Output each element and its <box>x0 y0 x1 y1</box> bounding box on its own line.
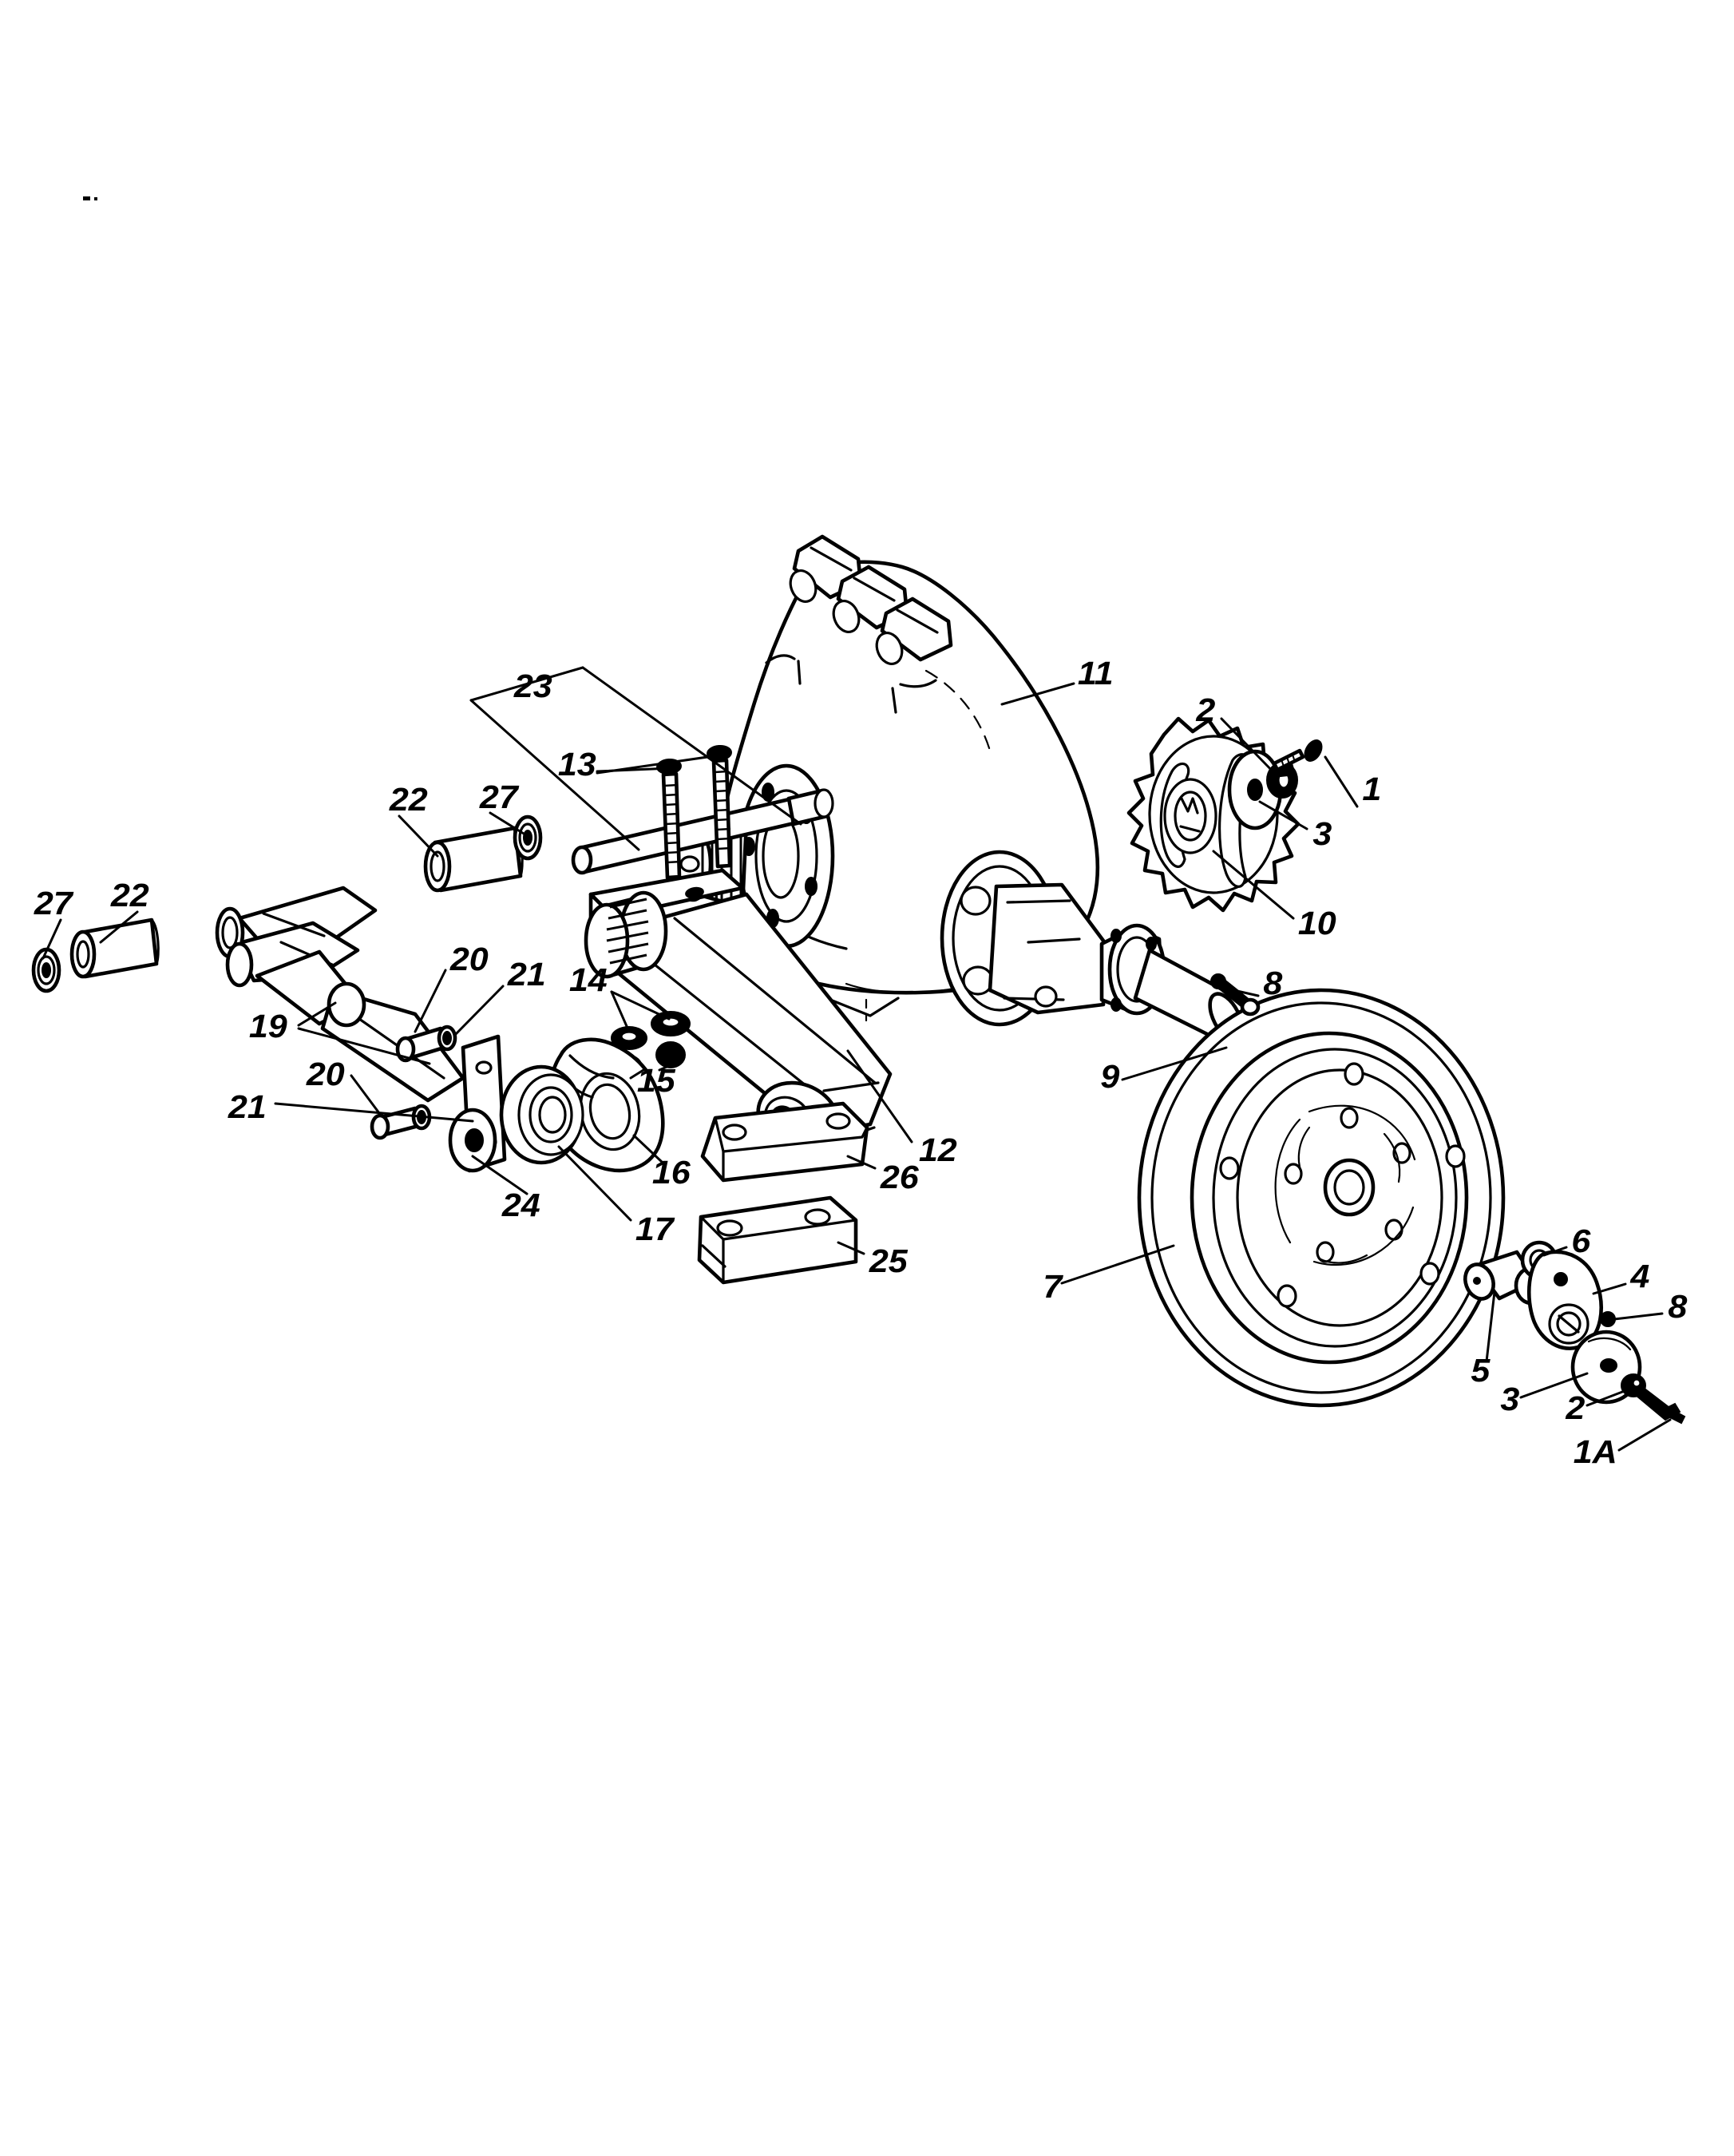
callout-27-upper: 27 <box>479 779 518 815</box>
bushing-lower-drawing <box>69 917 160 979</box>
callout-22-upper: 22 <box>389 781 428 818</box>
scan-artifact-speck <box>83 196 90 200</box>
seal-washer-upper-drawing <box>513 814 543 861</box>
differential-housing-drawing <box>673 534 1245 1043</box>
leader-lines <box>42 666 1672 1452</box>
callout-9: 9 <box>1100 1058 1120 1095</box>
callout-2-lower: 2 <box>1566 1389 1586 1426</box>
callout-3-upper: 3 <box>1312 815 1332 852</box>
callout-21-lower: 21 <box>228 1088 267 1125</box>
bushing-upper-drawing <box>423 826 524 893</box>
callout-12: 12 <box>918 1132 957 1168</box>
callout-22-lower: 22 <box>110 877 149 914</box>
cap-screw-a <box>656 758 682 880</box>
bolt-nut-upper <box>395 1024 457 1063</box>
callout-17: 17 <box>635 1211 674 1247</box>
bearing-support-group <box>448 1037 665 1173</box>
callout-16: 16 <box>651 1154 691 1191</box>
seal-washer-lower-drawing <box>31 947 61 993</box>
callout-14: 14 <box>568 961 608 998</box>
callout-8-upper: 8 <box>1263 965 1283 1001</box>
callout-19: 19 <box>248 1008 287 1044</box>
sprocket-nut-drawing <box>1266 762 1298 799</box>
callout-25: 25 <box>869 1242 908 1279</box>
callout-23: 23 <box>513 668 552 704</box>
shim-block-flat-drawing <box>697 1195 858 1285</box>
callout-8-lower: 8 <box>1668 1288 1688 1325</box>
brake-link-group <box>1463 1240 1686 1425</box>
callout-5: 5 <box>1471 1352 1491 1389</box>
callout-6: 6 <box>1571 1223 1591 1259</box>
wheel-and-tire-drawing <box>1137 988 1506 1408</box>
callout-4: 4 <box>1630 1258 1650 1294</box>
shim-block-tapered-drawing <box>700 1101 869 1183</box>
scan-artifact-dot <box>94 197 97 200</box>
callout-1A: 1A <box>1573 1433 1617 1470</box>
callout-27-lower: 27 <box>34 885 73 921</box>
callout-2-upper: 2 <box>1196 692 1216 728</box>
spline-coupler-lower <box>584 890 668 979</box>
callout-10: 10 <box>1297 905 1336 941</box>
callout-21-upper: 21 <box>507 956 546 993</box>
callout-24: 24 <box>501 1187 540 1223</box>
callout-13: 13 <box>557 746 596 783</box>
key-upper-drawing <box>1210 973 1261 1017</box>
callout-1: 1 <box>1362 771 1382 807</box>
cotter-pin-upper-drawing <box>1272 739 1323 772</box>
axle-carrier <box>940 850 1245 1043</box>
callout-3-lower: 3 <box>1500 1381 1520 1417</box>
callout-11: 11 <box>1077 655 1114 692</box>
callout-15: 15 <box>636 1062 675 1099</box>
callout-20-upper: 20 <box>449 941 489 977</box>
callout-26: 26 <box>880 1159 919 1195</box>
callout-20-lower: 20 <box>306 1056 345 1092</box>
callout-7: 7 <box>1043 1268 1063 1305</box>
